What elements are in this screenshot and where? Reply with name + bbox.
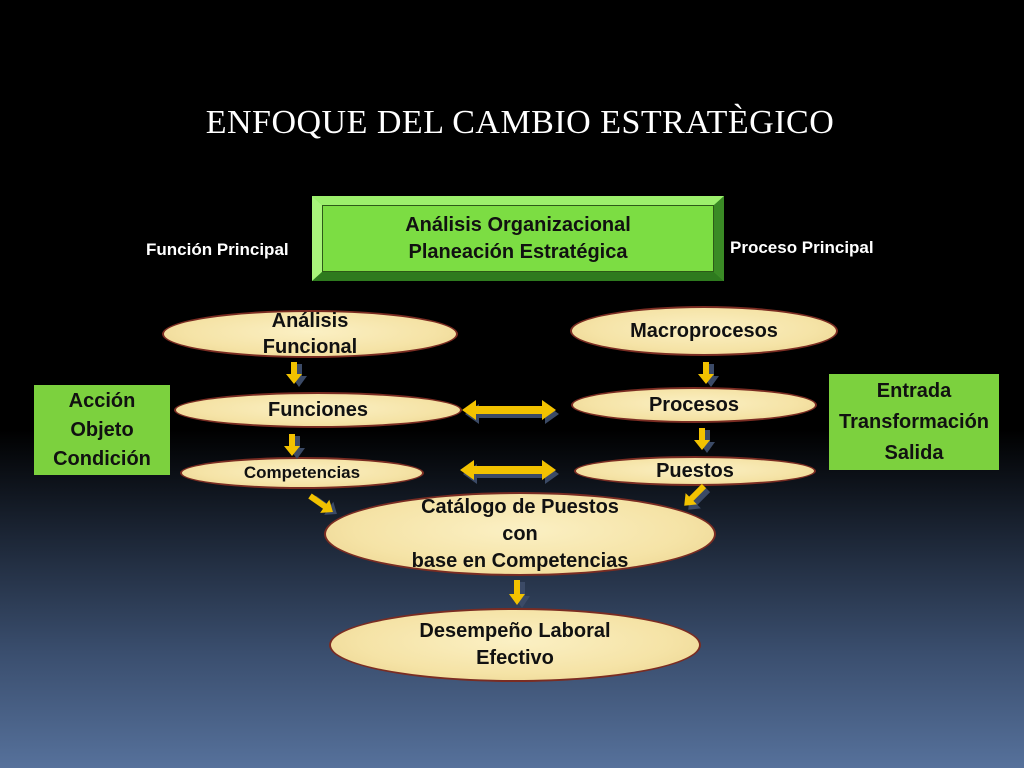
entrada-text: Entrada: [876, 379, 952, 402]
catalogo-line2: con: [502, 522, 538, 545]
accion-objeto-condicion-box: Acción Objeto Condición: [34, 385, 170, 475]
down-arrow-1: [286, 362, 307, 387]
condicion-text: Condición: [53, 447, 151, 470]
proceso-principal-label: Proceso Principal: [730, 238, 874, 257]
desempeno-line2: Efectivo: [476, 647, 554, 669]
funcion-principal-label: Función Principal: [146, 240, 289, 259]
entrada-transformacion-salida-box: Entrada Transformación Salida: [829, 374, 999, 470]
funciones-text: Funciones: [267, 398, 368, 421]
desempeno-line1: Desempeño Laboral: [419, 620, 611, 642]
puestos-ellipse: Puestos: [574, 456, 816, 486]
page-title: ENFOQUE DEL CAMBIO ESTRATÈGICO: [205, 104, 835, 141]
analisis-organizacional-text: Análisis Organizacional: [405, 213, 631, 236]
catalogo-line3: base en Competencias: [411, 549, 629, 572]
down-arrow-4: [694, 428, 715, 453]
double-arrow-competencias-puestos: [460, 460, 559, 484]
analisis-funcional-ellipse: Análisis Funcional: [162, 310, 458, 358]
puestos-text: Puestos: [656, 459, 734, 482]
analisis-funcional-line2: Funcional: [262, 336, 358, 358]
procesos-text: Procesos: [648, 393, 740, 416]
analisis-organizacional-box: Análisis Organizacional Planeación Estra…: [312, 196, 724, 281]
down-arrow-3: [698, 362, 719, 387]
competencias-text: Competencias: [243, 463, 361, 482]
analisis-funcional-line1: Análisis: [271, 310, 349, 332]
down-arrow-5: [509, 580, 530, 608]
catalogo-line1: Catálogo de Puestos: [421, 495, 619, 518]
procesos-ellipse: Procesos: [571, 387, 817, 423]
catalogo-puestos-ellipse: Catálogo de Puestos con base en Competen…: [324, 492, 716, 576]
funciones-ellipse: Funciones: [174, 392, 462, 428]
diagonal-arrow-right: [684, 483, 711, 510]
macroprocesos-text: Macroprocesos: [630, 319, 778, 342]
transformacion-text: Transformación: [838, 410, 990, 433]
down-arrow-2: [284, 434, 305, 459]
competencias-ellipse: Competencias: [180, 457, 424, 489]
macroprocesos-ellipse: Macroprocesos: [570, 306, 838, 356]
accion-text: Acción: [68, 389, 136, 412]
double-arrow-funciones-procesos: [462, 400, 559, 424]
planeacion-estrategica-text: Planeación Estratégica: [408, 240, 628, 263]
diagonal-arrow-left: [308, 493, 337, 515]
objeto-text: Objeto: [70, 418, 134, 441]
salida-text: Salida: [884, 441, 944, 464]
desempeno-laboral-ellipse: Desempeño Laboral Efectivo: [329, 608, 701, 682]
